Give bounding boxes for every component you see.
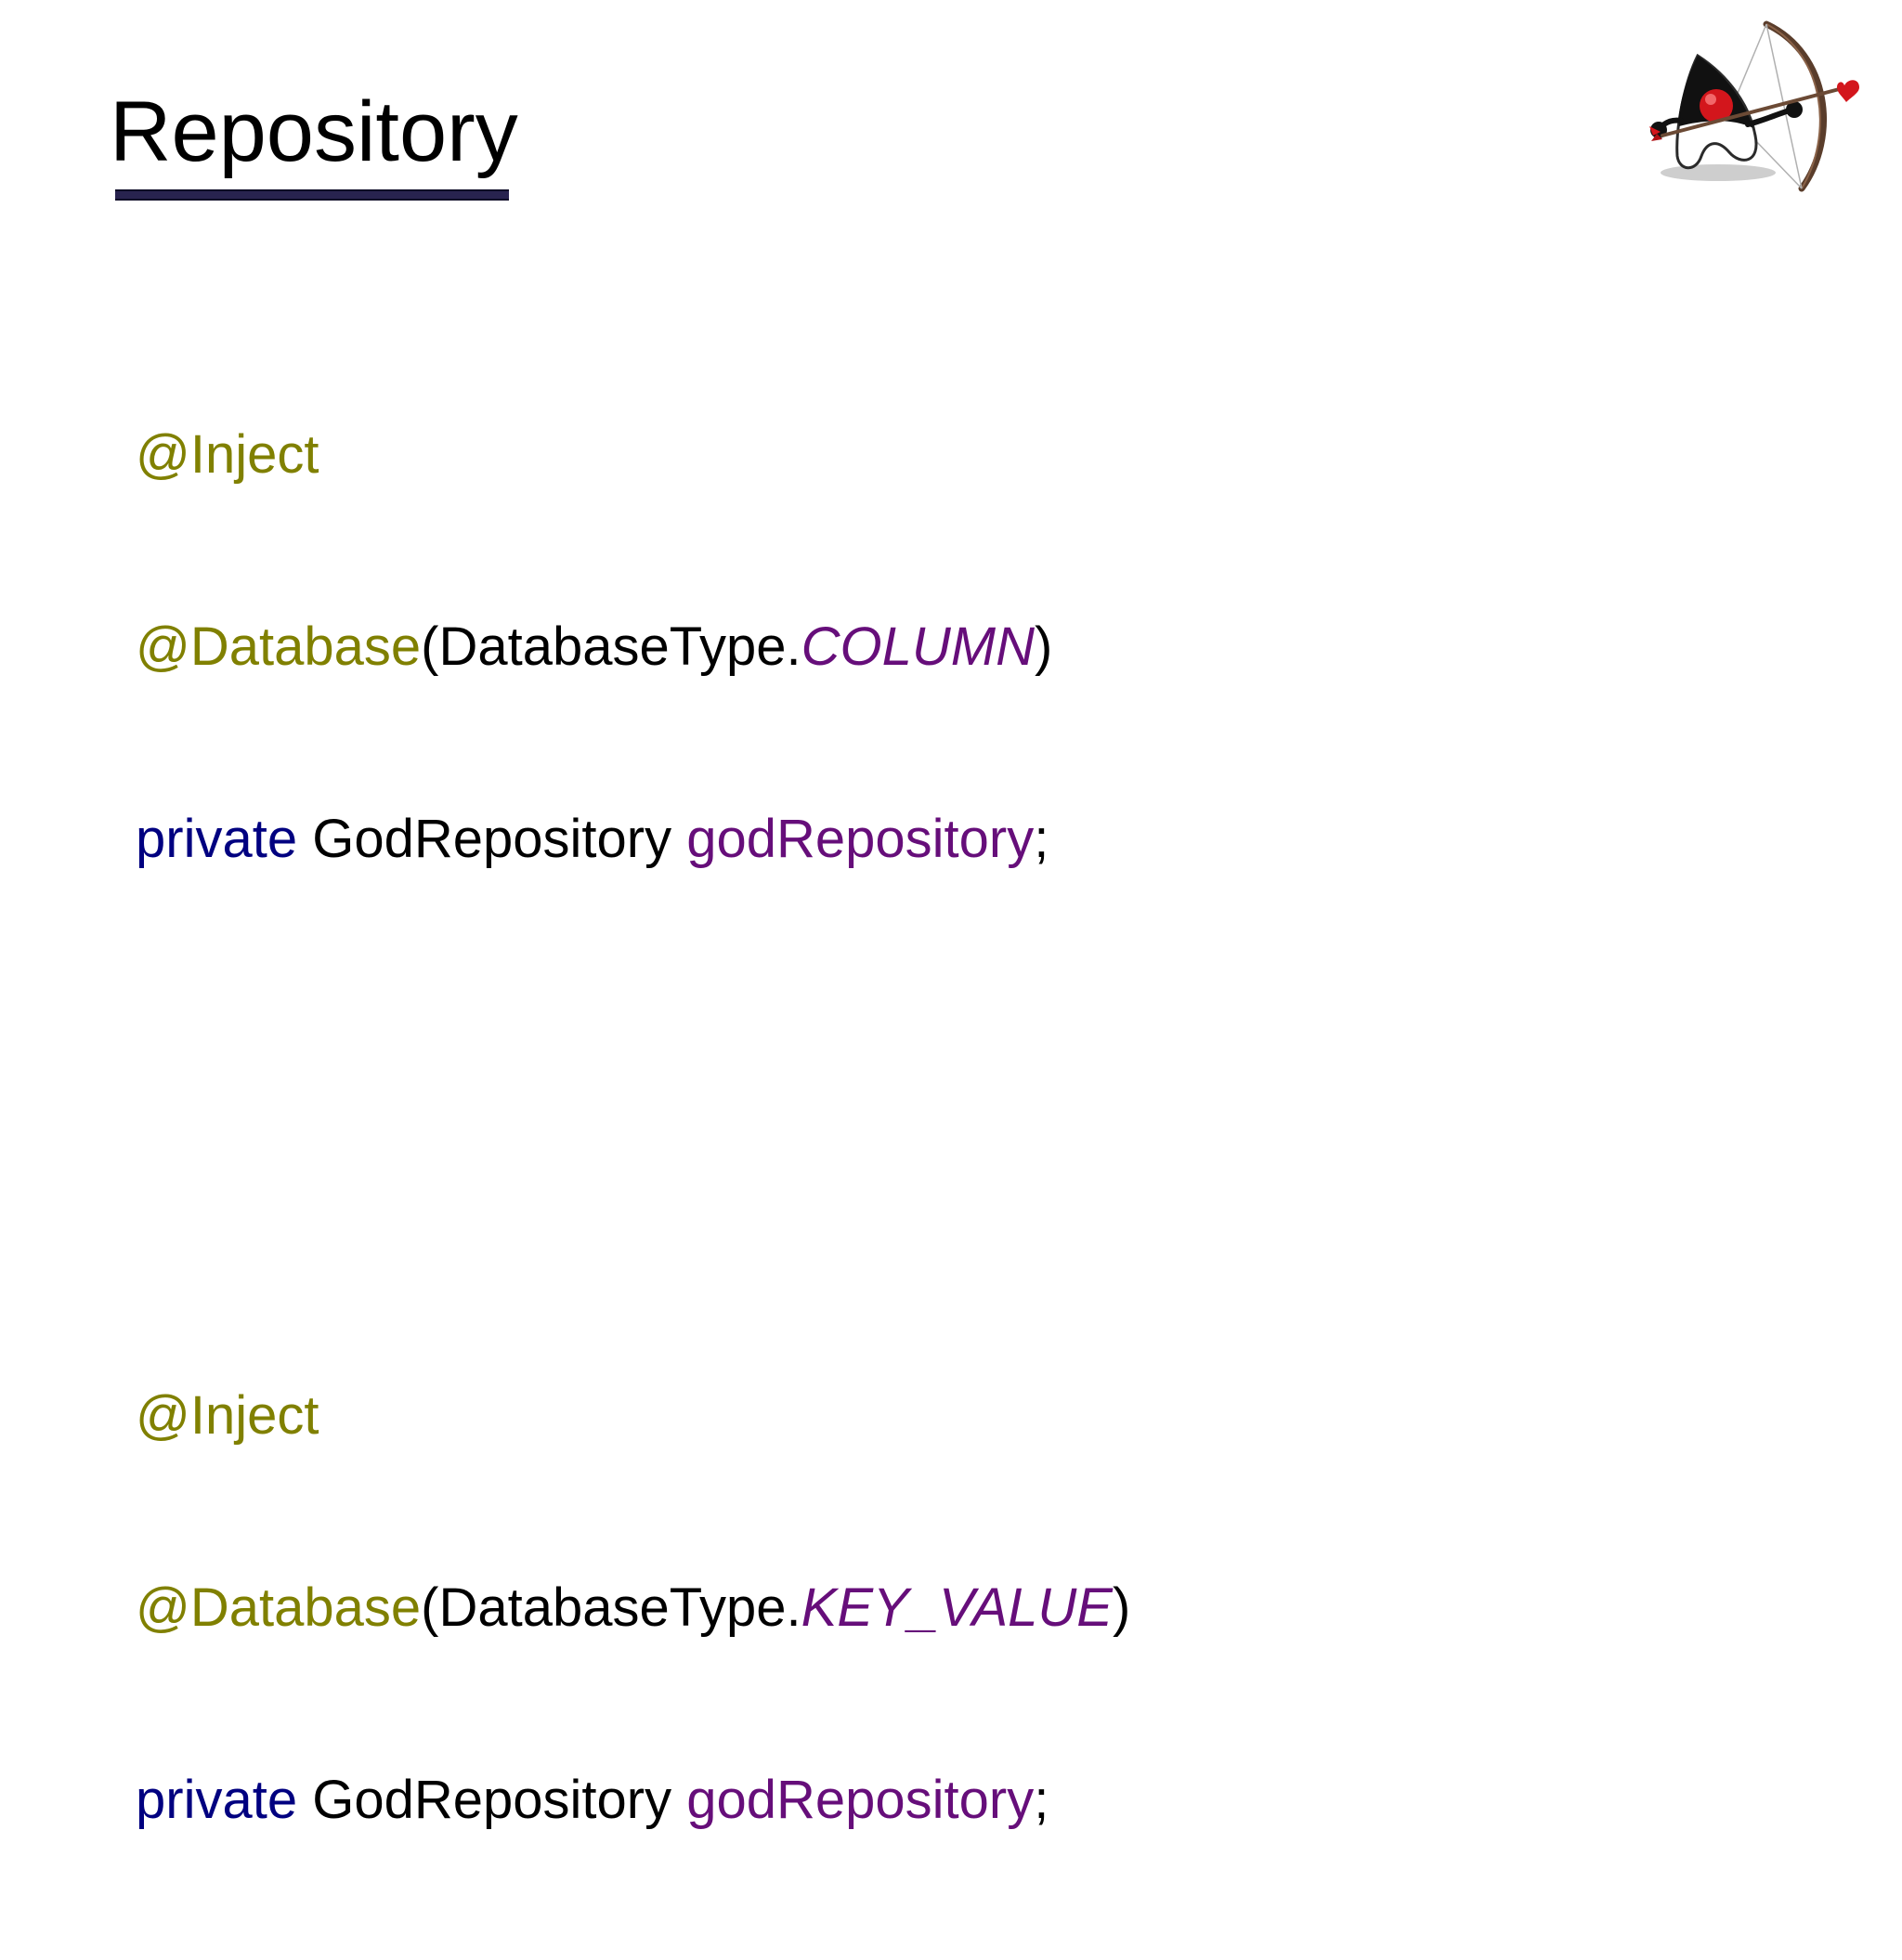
- code-line-field-2: private GodRepository godRepository;: [136, 1768, 1130, 1832]
- title-underline: [115, 189, 509, 201]
- semicolon: ;: [1034, 809, 1049, 869]
- code-line-database-1: @Database(DatabaseType.COLUMN): [136, 615, 1130, 679]
- slide: Repository @Inject @Database(DatabaseTyp…: [110, 20, 1859, 1830]
- code-line-database-2: @Database(DatabaseType.KEY_VALUE): [136, 1576, 1130, 1640]
- code-blank-line: [136, 1063, 1130, 1127]
- field-type: GodRepository: [312, 1770, 672, 1830]
- close-paren: ): [1034, 617, 1053, 677]
- enum-type: DatabaseType.: [438, 617, 801, 677]
- semicolon: ;: [1034, 1770, 1049, 1830]
- enum-value: COLUMN: [801, 617, 1035, 677]
- space: [297, 809, 312, 869]
- database-annotation: @Database: [136, 1577, 422, 1638]
- private-keyword: private: [136, 1770, 298, 1830]
- code-line-inject-2: @Inject: [136, 1383, 1130, 1447]
- field-name: godRepository: [686, 1770, 1035, 1830]
- enum-value: KEY_VALUE: [801, 1577, 1113, 1638]
- field-name: godRepository: [686, 809, 1035, 869]
- space: [297, 1770, 312, 1830]
- slide-title: Repository: [110, 84, 518, 179]
- code-line-inject-1: @Inject: [136, 422, 1130, 487]
- duke-archer-icon: [1649, 20, 1859, 192]
- database-annotation: @Database: [136, 617, 422, 677]
- open-paren: (: [421, 617, 439, 677]
- field-type: GodRepository: [312, 809, 672, 869]
- space: [671, 1770, 686, 1830]
- code-snippet: @Inject @Database(DatabaseType.COLUMN) p…: [136, 230, 1130, 1960]
- open-paren: (: [421, 1577, 439, 1638]
- inject-annotation: @Inject: [136, 424, 319, 485]
- space: [671, 809, 686, 869]
- private-keyword: private: [136, 809, 298, 869]
- code-line-field-1: private GodRepository godRepository;: [136, 807, 1130, 871]
- close-paren: ): [1112, 1577, 1131, 1638]
- inject-annotation: @Inject: [136, 1385, 319, 1446]
- enum-type: DatabaseType.: [438, 1577, 801, 1638]
